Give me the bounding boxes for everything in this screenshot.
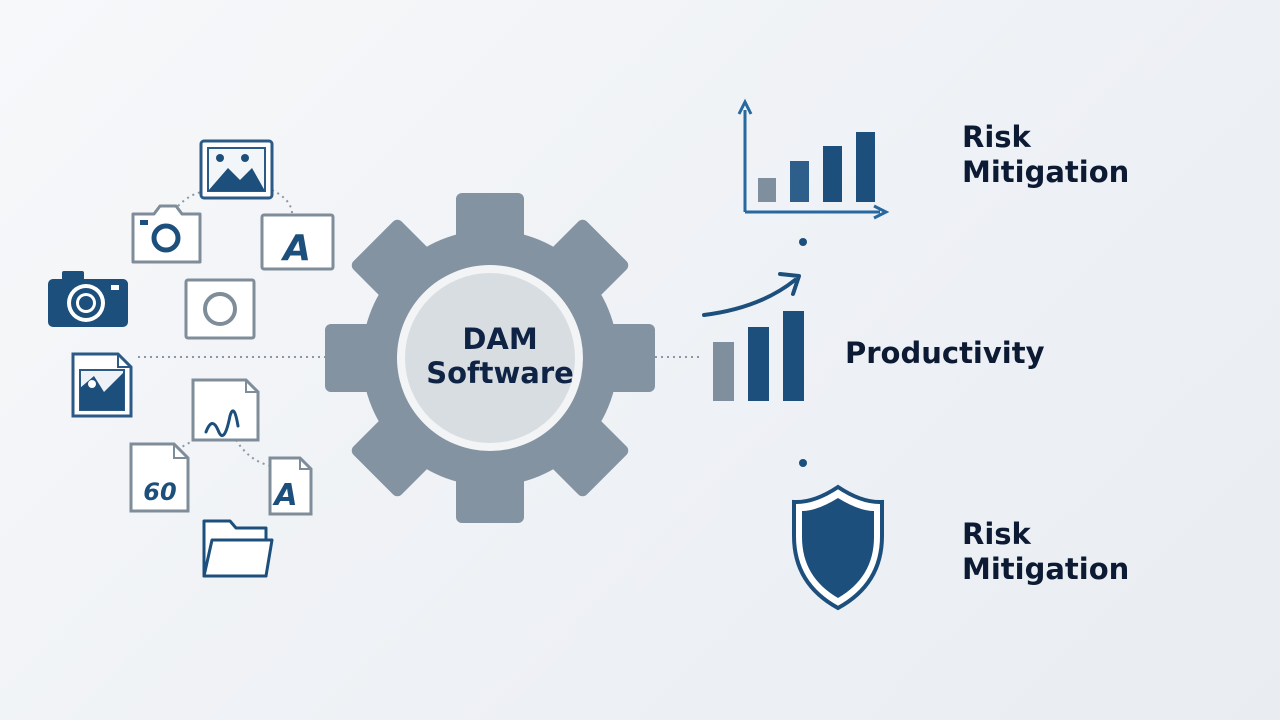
font-document-icon: A: [268, 456, 313, 516]
numbered-document-icon: 60: [129, 442, 190, 513]
folder-icon: [202, 519, 274, 578]
outcome-label-productivity: Productivity: [845, 336, 1045, 371]
signature-document-icon: [191, 378, 260, 442]
outcome-label-risk-mitigation-bottom: Risk Mitigation: [962, 517, 1129, 588]
center-label-line2: Software: [426, 356, 574, 391]
text-file-icon: A: [260, 213, 335, 271]
connector-camera-to-image: [177, 191, 203, 207]
outcome-1-line2: Mitigation: [962, 155, 1130, 190]
outcome-2-line1: Productivity: [845, 336, 1045, 370]
center-label-line1: DAM: [462, 322, 538, 356]
outcome-3-line1: Risk: [962, 517, 1031, 551]
text-file-glyph: A: [280, 228, 311, 269]
bar-chart-icon: [737, 98, 890, 220]
connector-doc-to-60: [174, 439, 196, 453]
connector-dot-1: [799, 238, 807, 246]
image-document-icon: [71, 352, 133, 418]
camera-icon: [48, 271, 128, 327]
dam-software-label: DAM Software: [410, 322, 590, 390]
photo-frame-icon: [184, 278, 256, 340]
connector-doc-to-text: [235, 439, 273, 467]
image-file-icon: [199, 139, 274, 200]
rising-bars-icon: [702, 272, 804, 401]
connector-image-to-text: [271, 189, 293, 215]
font-document-glyph: A: [272, 478, 297, 513]
outcome-1-line1: Risk: [962, 120, 1031, 154]
shield-icon: [792, 484, 884, 611]
outcome-3-line2: Mitigation: [962, 552, 1130, 587]
camera-outline-icon: [131, 204, 202, 264]
connector-dot-2: [799, 459, 807, 467]
outcome-label-risk-mitigation-top: Risk Mitigation: [962, 120, 1129, 191]
numbered-document-glyph: 60: [143, 478, 176, 506]
gear-icon: [325, 193, 655, 523]
